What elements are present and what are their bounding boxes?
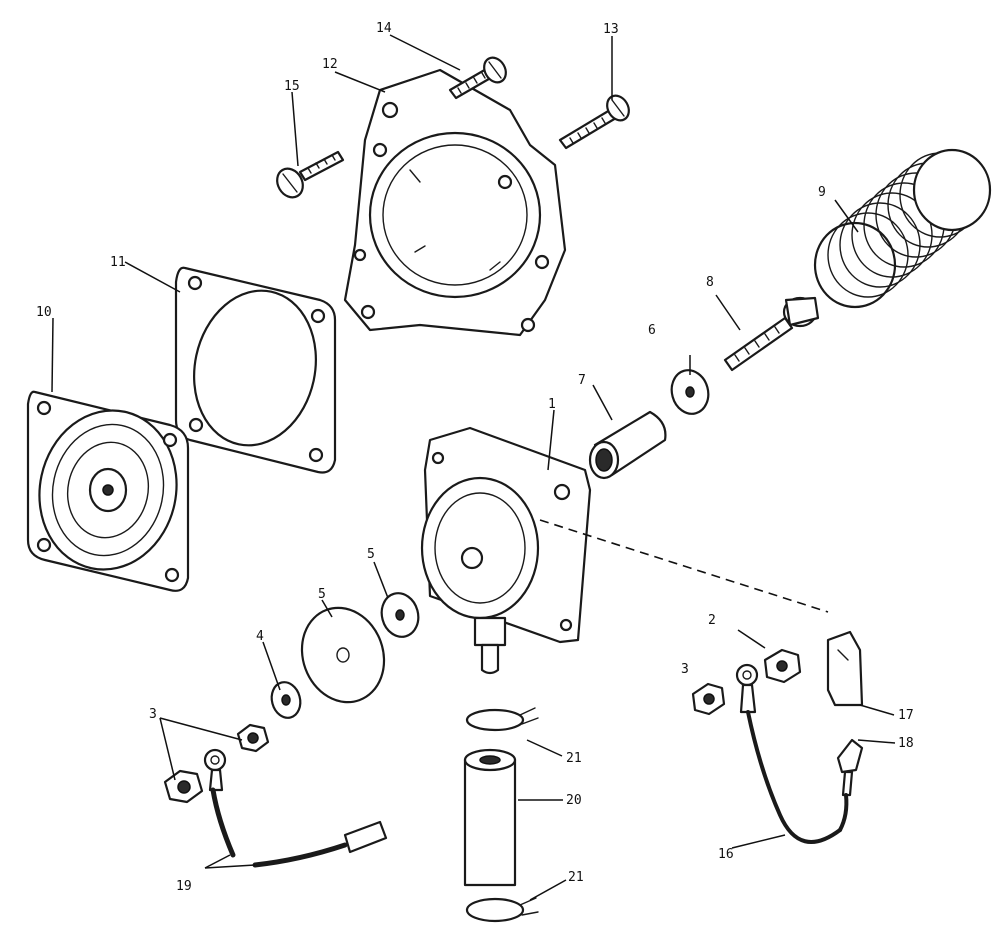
callout-9: 9 (818, 185, 826, 200)
callout-6: 6 (648, 323, 656, 338)
callout-21-lower: 21 (568, 870, 584, 885)
callout-21-upper: 21 (566, 751, 582, 766)
part-18-connector (836, 738, 864, 832)
callout-12: 12 (322, 57, 338, 72)
part-14-screw (448, 56, 507, 100)
part-1-pump-housing (420, 426, 592, 675)
callout-2: 2 (708, 613, 716, 628)
callout-5-large: 5 (318, 587, 326, 602)
assembly-dashed-line (539, 519, 829, 613)
part-17-terminal (826, 630, 864, 707)
callout-10: 10 (36, 305, 52, 320)
callout-15: 15 (284, 79, 300, 94)
part-3-nut-lower (163, 769, 204, 804)
callout-4: 4 (256, 629, 264, 644)
part-3-nut-upper (236, 723, 270, 753)
callout-11: 11 (110, 255, 126, 270)
part-3-nut-right (691, 682, 726, 716)
callout-19: 19 (176, 879, 192, 894)
callout-8: 8 (706, 275, 714, 290)
part-6-washer (670, 369, 710, 415)
part-7-tube (588, 410, 667, 480)
part-21-clamp-upper (465, 707, 539, 732)
part-16-ground-wire (735, 663, 842, 844)
callout-7: 7 (578, 373, 586, 388)
part-9-spring (813, 148, 992, 309)
part-15-screw (276, 150, 345, 199)
leader-lines (51, 34, 896, 901)
part-5-large-washer (300, 606, 386, 704)
callout-1: 1 (548, 397, 556, 412)
part-19-lead-wire (203, 748, 388, 868)
part-10-diaphragm (26, 390, 190, 592)
part-20-hose (463, 748, 517, 887)
callout-3-left: 3 (149, 707, 157, 722)
callout-13: 13 (603, 22, 619, 37)
part-5-small-washer (380, 592, 420, 638)
part-21-clamp-lower (465, 897, 539, 923)
callout-3-right: 3 (681, 662, 689, 677)
callout-18: 18 (898, 736, 914, 751)
callout-14: 14 (376, 21, 392, 36)
part-4-washer (270, 681, 302, 719)
callout-17: 17 (898, 708, 914, 723)
callout-5-small: 5 (367, 547, 375, 562)
part-11-gasket (174, 266, 337, 474)
callout-20: 20 (566, 793, 582, 808)
part-12-cover-plate (343, 68, 567, 337)
part-2-nut (763, 648, 802, 684)
callout-16: 16 (718, 847, 734, 862)
part-13-screw (558, 94, 630, 150)
part-8-bolt (723, 296, 820, 372)
